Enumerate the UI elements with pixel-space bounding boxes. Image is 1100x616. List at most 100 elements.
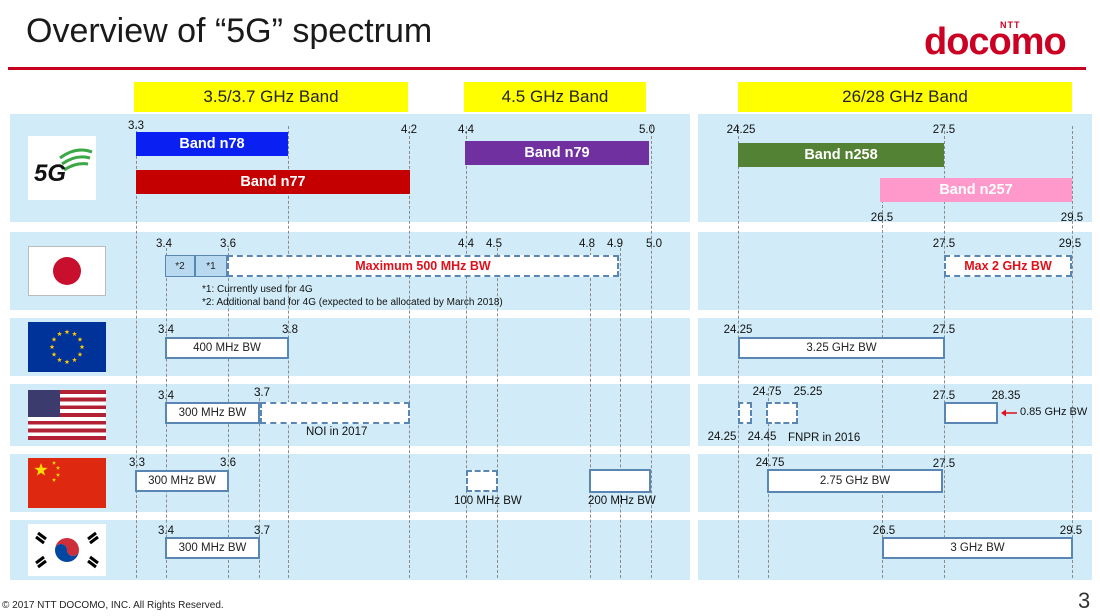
jp-bw-low: Maximum 500 MHz BW bbox=[227, 255, 619, 277]
axis-break bbox=[690, 114, 698, 580]
label-26-5: 26.5 bbox=[870, 212, 894, 224]
us-noi-label: NOI in 2017 bbox=[306, 426, 368, 438]
band-n258: Band n258 bbox=[738, 143, 944, 167]
5g-logo bbox=[28, 136, 96, 200]
cn-bw-mid2-label: 200 MHz BW bbox=[588, 495, 656, 507]
copyright: © 2017 NTT DOCOMO, INC. All Rights Reser… bbox=[2, 600, 224, 611]
band-n257: Band n257 bbox=[880, 178, 1072, 202]
japan-flag bbox=[28, 246, 106, 296]
page-title: Overview of “5G” spectrum bbox=[26, 12, 433, 50]
jp-label-4-5: 4.5 bbox=[486, 238, 502, 250]
gridline-4-5 bbox=[497, 248, 498, 578]
gridline-4-9 bbox=[620, 248, 621, 578]
5g-logo-icon bbox=[59, 148, 93, 172]
cn-bw-low: 300 MHz BW bbox=[135, 470, 229, 492]
page-number: 3 bbox=[1078, 588, 1091, 613]
us-bw-high-box bbox=[944, 402, 998, 424]
eu-label-3-8: 3.8 bbox=[282, 324, 298, 336]
eu-bw-high: 3.25 GHz BW bbox=[738, 337, 945, 359]
row-5g bbox=[10, 114, 1092, 222]
jp-sub-band-1: *1 bbox=[195, 255, 227, 277]
eu-bw-low: 400 MHz BW bbox=[165, 337, 289, 359]
jp-label-4-4: 4.4 bbox=[458, 238, 474, 250]
us-label-3-4: 3.4 bbox=[158, 390, 174, 402]
5g-logo-text: 5G bbox=[34, 160, 67, 187]
eu-stars-icon bbox=[49, 329, 85, 365]
kr-label-3-7: 3.7 bbox=[254, 525, 270, 537]
band-n78: Band n78 bbox=[136, 132, 288, 156]
eu-label-27-5: 27.5 bbox=[932, 324, 956, 336]
us-label-24-75: 24.75 bbox=[752, 386, 782, 398]
us-label-28-35: 28.35 bbox=[991, 390, 1021, 402]
eu-flag bbox=[28, 322, 106, 372]
kr-label-3-4: 3.4 bbox=[158, 525, 174, 537]
label-3-3: 3.3 bbox=[128, 120, 144, 132]
jp-label-29-5: 29.5 bbox=[1058, 238, 1082, 250]
eu-label-3-4: 3.4 bbox=[158, 324, 174, 336]
jp-label-5-0: 5.0 bbox=[646, 238, 662, 250]
gridline-26-5 bbox=[882, 200, 883, 578]
kr-label-29-5: 29.5 bbox=[1059, 525, 1083, 537]
us-label-24-25: 24.25 bbox=[707, 431, 737, 443]
us-bw-high-label: 0.85 GHz BW bbox=[1020, 406, 1088, 418]
us-flag bbox=[28, 390, 106, 440]
label-27-5: 27.5 bbox=[932, 124, 956, 136]
gridline-3-3 bbox=[136, 126, 137, 578]
cn-bw-mid1-label: 100 MHz BW bbox=[454, 495, 522, 507]
gridline-29-5 bbox=[1072, 126, 1073, 578]
header-26-28-band: 26/28 GHz Band bbox=[738, 82, 1072, 112]
jp-note-2: *2: Additional band for 4G (expected to … bbox=[202, 297, 503, 308]
eu-label-24-25: 24.25 bbox=[723, 324, 753, 336]
us-fnpr-label: FNPR in 2016 bbox=[788, 432, 861, 444]
us-fnpr-band-1 bbox=[738, 402, 752, 424]
cn-label-3-3: 3.3 bbox=[129, 457, 145, 469]
us-noi-band bbox=[260, 402, 410, 424]
gridline-4-2 bbox=[409, 126, 410, 578]
cn-label-24-75: 24.75 bbox=[755, 457, 785, 469]
us-label-27-5: 27.5 bbox=[932, 390, 956, 402]
gridline-5-0 bbox=[651, 126, 652, 578]
jp-label-27-5: 27.5 bbox=[932, 238, 956, 250]
cn-bw-mid2-band bbox=[589, 469, 651, 493]
label-4-4: 4.4 bbox=[458, 124, 474, 136]
us-flag-canton bbox=[28, 390, 60, 417]
jp-sub-band-2: *2 bbox=[165, 255, 195, 277]
china-stars-icon bbox=[34, 460, 61, 482]
kr-bw-low: 300 MHz BW bbox=[165, 537, 260, 559]
us-fnpr-band-2 bbox=[766, 402, 798, 424]
japan-flag-disc bbox=[53, 257, 81, 285]
kr-label-26-5: 26.5 bbox=[872, 525, 896, 537]
band-n79: Band n79 bbox=[465, 141, 649, 165]
gridline-3-7 bbox=[259, 388, 260, 578]
gridline-4-8 bbox=[590, 248, 591, 578]
jp-label-3-6: 3.6 bbox=[220, 238, 236, 250]
jp-bw-high: Max 2 GHz BW bbox=[944, 255, 1072, 277]
label-5-0: 5.0 bbox=[639, 124, 655, 136]
cn-label-27-5: 27.5 bbox=[932, 458, 956, 470]
us-label-24-45: 24.45 bbox=[747, 431, 777, 443]
kr-bw-high: 3 GHz BW bbox=[882, 537, 1073, 559]
docomo-logo: docomo bbox=[924, 21, 1067, 63]
header-3-5-band: 3.5/3.7 GHz Band bbox=[134, 82, 408, 112]
korea-taegeuk-icon bbox=[35, 531, 99, 569]
jp-label-3-4: 3.4 bbox=[156, 238, 172, 250]
arrow-left-icon bbox=[1001, 409, 1017, 417]
us-bw-low: 300 MHz BW bbox=[165, 402, 260, 424]
jp-label-4-8: 4.8 bbox=[579, 238, 595, 250]
band-n77: Band n77 bbox=[136, 170, 410, 194]
cn-bw-high: 2.75 GHz BW bbox=[767, 469, 943, 493]
jp-label-4-9: 4.9 bbox=[607, 238, 623, 250]
cn-bw-mid1-band bbox=[466, 470, 498, 492]
china-flag bbox=[28, 458, 106, 508]
label-4-2: 4.2 bbox=[401, 124, 417, 136]
gridline-4-4 bbox=[466, 126, 467, 578]
us-label-25-25: 25.25 bbox=[793, 386, 823, 398]
us-label-3-7: 3.7 bbox=[254, 387, 270, 399]
label-24-25: 24.25 bbox=[726, 124, 756, 136]
cn-label-3-6: 3.6 bbox=[220, 457, 236, 469]
title-divider bbox=[8, 67, 1086, 70]
logo-ntt-text: NTT bbox=[1000, 20, 1021, 30]
korea-flag bbox=[28, 524, 106, 576]
jp-note-1: *1: Currently used for 4G bbox=[202, 284, 313, 295]
label-29-5: 29.5 bbox=[1060, 212, 1084, 224]
